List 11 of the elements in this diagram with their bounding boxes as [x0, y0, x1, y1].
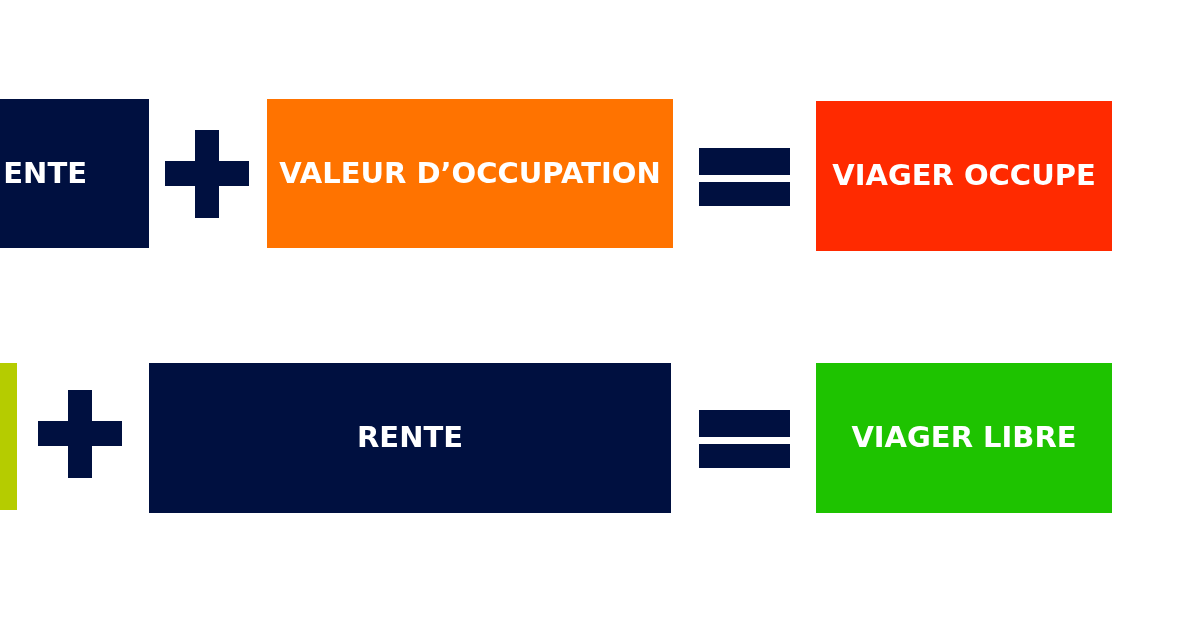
term-box: [149, 363, 671, 513]
term-label: VIAGER OCCUPE: [832, 157, 1096, 195]
term-box: [816, 101, 1112, 251]
term-box: [267, 99, 673, 248]
term-label: VALEUR D’OCCUPATION: [279, 154, 661, 192]
color-bar: [0, 363, 17, 510]
term-box: [816, 363, 1112, 513]
term-label: VIAGER LIBRE: [851, 419, 1077, 457]
term-label: RENTE: [357, 419, 463, 457]
term-label: ENTE: [3, 154, 87, 192]
term-box: [0, 99, 149, 248]
